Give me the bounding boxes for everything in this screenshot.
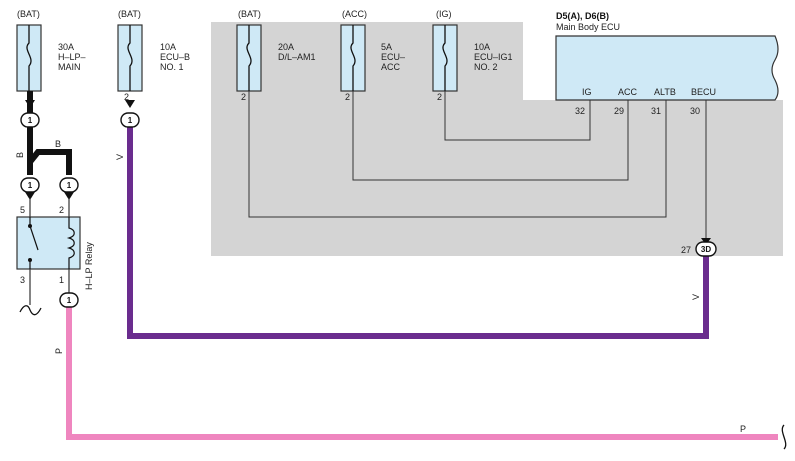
fuse-name-2: MAIN <box>58 62 81 72</box>
fuse-rating: 20A <box>278 42 294 52</box>
fuse-source: (ACC) <box>342 9 367 19</box>
fuse-rating: 10A <box>474 42 490 52</box>
fuse-name-2: NO. 2 <box>474 62 498 72</box>
connector-1-hlp-main: 1 <box>20 112 40 128</box>
ecu-pin-29: 29 <box>614 106 624 116</box>
fuse-name-1: D/L–AM1 <box>278 52 316 62</box>
fuse-ecu-b-no1: (BAT) 10A ECU–B NO. 1 2 <box>117 9 190 102</box>
relay-name: H–LP Relay <box>84 242 94 290</box>
svg-text:1: 1 <box>28 181 33 190</box>
wire-color-p-left: P <box>54 348 64 354</box>
svg-text:1: 1 <box>28 116 33 125</box>
connector-1-relay-out: 1 <box>59 292 79 308</box>
fuse-pin: 2 <box>124 92 129 102</box>
wire-break-icon <box>781 424 787 450</box>
connector-1-ecu-b: 1 <box>120 112 140 128</box>
wire-am1 <box>248 90 667 218</box>
svg-text:1: 1 <box>67 296 72 305</box>
wire-acc <box>352 90 629 181</box>
svg-text:1: 1 <box>128 116 133 125</box>
pink-p-wire <box>66 307 778 440</box>
connector-1-relay-left: 1 <box>20 177 40 193</box>
h-lp-relay: 5 2 3 1 H–LP Relay <box>16 198 94 316</box>
relay-pin-1: 1 <box>59 275 64 285</box>
fuse-source: (IG) <box>436 9 452 19</box>
svg-text:1: 1 <box>67 181 72 190</box>
ecu-terminal-altb: ALTB <box>654 87 676 97</box>
fuse-ecu-acc: (ACC) 5A ECU– ACC 2 <box>340 9 405 102</box>
fuse-name-1: ECU–IG1 <box>474 52 513 62</box>
wire-color-v-right: V <box>691 294 701 300</box>
wire-color-b-left: B <box>15 152 25 158</box>
fuse-name-1: ECU–B <box>160 52 190 62</box>
wire-color-p-bottom: P <box>740 424 746 434</box>
fuse-pin: 2 <box>437 92 442 102</box>
fuse-h-lp-main: (BAT) 30A H–LP– MAIN <box>16 9 86 92</box>
violet-v-wire <box>127 127 709 339</box>
ecu-connector-ids: D5(A), D6(B) <box>556 11 609 21</box>
fuse-name-2: ACC <box>381 62 401 72</box>
fuse-rating: 5A <box>381 42 392 52</box>
connector-3d: 3D 27 <box>681 241 717 257</box>
wire-color-v-left: V <box>115 154 125 160</box>
fuse-name-1: H–LP– <box>58 52 86 62</box>
ecu-name: Main Body ECU <box>556 22 620 32</box>
ecu-pin-32: 32 <box>575 106 585 116</box>
fuse-pin: 2 <box>241 92 246 102</box>
main-body-ecu: D5(A), D6(B) Main Body ECU IG ACC ALTB B… <box>555 11 779 116</box>
svg-text:3D: 3D <box>701 245 711 254</box>
relay-pin-2: 2 <box>59 205 64 215</box>
relay-pin-3: 3 <box>20 275 25 285</box>
ecu-pin-31: 31 <box>651 106 661 116</box>
fuse-name-2: NO. 1 <box>160 62 184 72</box>
ecu-terminal-acc: ACC <box>618 87 638 97</box>
ecu-terminal-ig: IG <box>582 87 592 97</box>
connector-1-relay-right: 1 <box>59 177 79 193</box>
fuse-ecu-ig1-no2: (IG) 10A ECU–IG1 NO. 2 2 <box>432 9 513 102</box>
fuse-rating: 10A <box>160 42 176 52</box>
ecu-pin-30: 30 <box>690 106 700 116</box>
fuse-rating: 30A <box>58 42 74 52</box>
black-b-wires <box>27 91 72 175</box>
connector-3d-pin: 27 <box>681 245 691 255</box>
relay-pin-5: 5 <box>20 205 25 215</box>
fuse-name-1: ECU– <box>381 52 405 62</box>
fuse-pin: 2 <box>345 92 350 102</box>
wire-color-b-top: B <box>55 139 61 149</box>
ecu-terminal-becu: BECU <box>691 87 716 97</box>
fuse-source: (BAT) <box>238 9 261 19</box>
ecu-feed-wires <box>248 90 707 238</box>
fuse-source: (BAT) <box>17 9 40 19</box>
fuse-source: (BAT) <box>118 9 141 19</box>
fuse-d-l-am1: (BAT) 20A D/L–AM1 2 <box>236 9 316 102</box>
wire-ig <box>444 90 591 141</box>
